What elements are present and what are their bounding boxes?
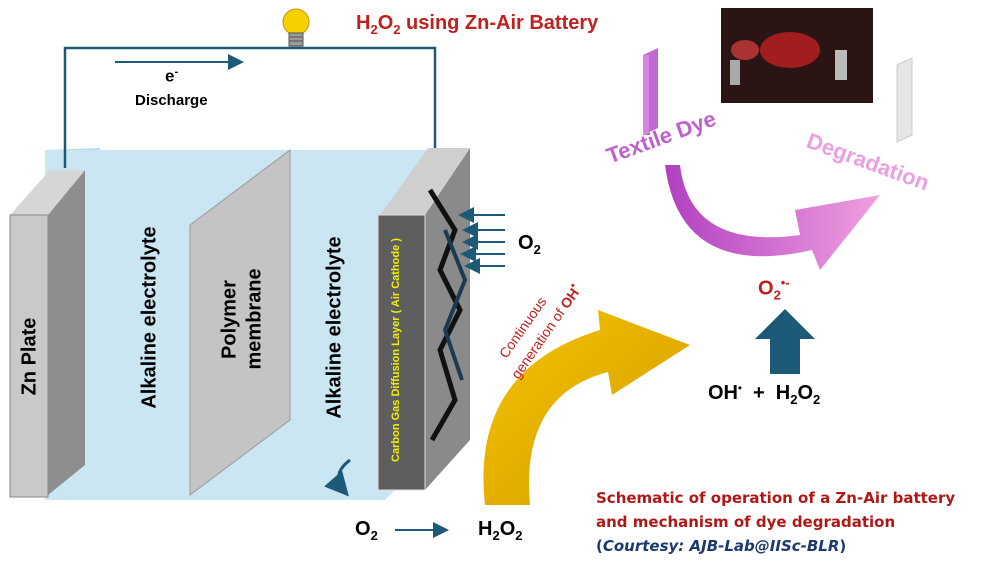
h: H <box>478 518 493 540</box>
title-sub: 2 <box>393 22 401 37</box>
sup: •- <box>780 275 790 290</box>
title-sub: 2 <box>370 22 378 37</box>
cathode-label: Carbon Gas Diffusion Layer ( Air Cathode… <box>390 238 402 462</box>
oh-generation-arrow <box>483 310 690 505</box>
textile-dye-vial <box>643 48 658 135</box>
degraded-dye-vial <box>896 57 913 143</box>
sub: 2 <box>492 528 500 543</box>
experiment-photo <box>721 8 873 103</box>
superoxide-label: O2•- <box>758 275 790 303</box>
o2-bottom-label: O2 <box>355 518 378 543</box>
paren: ) <box>839 537 847 555</box>
oh-sup: • <box>738 382 742 395</box>
up-arrow-icon <box>755 309 815 374</box>
caption-courtesy: (Courtesy: AJB-Lab@IISc-BLR) <box>596 534 955 558</box>
o2-o: O <box>355 518 371 540</box>
o2-inflow-label: O2 <box>518 232 541 257</box>
o: O <box>797 382 814 404</box>
title-h: H <box>356 12 371 34</box>
h: H <box>775 382 791 404</box>
courtesy-text: Courtesy: AJB-Lab@IISc-BLR <box>602 537 840 555</box>
external-wire <box>63 46 437 182</box>
zn-plate-label: Zn Plate <box>18 317 41 396</box>
air-cathode <box>377 148 470 491</box>
light-bulb-icon <box>282 8 310 47</box>
title-o: O <box>377 12 394 34</box>
sub: 2 <box>790 392 798 407</box>
caption-line2: and mechanism of dye degradation <box>596 513 896 531</box>
o2-inflow-arrows <box>458 207 505 274</box>
membrane-label-1: Polymer <box>218 280 241 359</box>
zn-plate <box>9 170 85 498</box>
o2-sub: 2 <box>533 242 541 257</box>
sub: 2 <box>773 287 781 303</box>
plus: + <box>752 382 765 404</box>
paren: ( <box>596 537 603 555</box>
membrane-label-2: membrane <box>243 268 266 370</box>
o: O <box>758 277 774 300</box>
electrolyte-left-label: Alkaline electrolyte <box>138 226 161 409</box>
discharge-label: Discharge <box>135 92 208 109</box>
electrolyte-top <box>45 148 100 150</box>
curved-arrow <box>324 458 351 497</box>
polymer-membrane <box>189 149 291 496</box>
caption-line1: Schematic of operation of a Zn-Air batte… <box>596 489 956 507</box>
electron-e: e <box>165 66 175 86</box>
o2-o: O <box>518 232 534 254</box>
sub: 2 <box>813 392 821 407</box>
electron-sup: - <box>174 66 179 78</box>
o2-sub: 2 <box>370 528 378 543</box>
o: O <box>499 518 516 540</box>
h2o2-bottom-label: H2O2 <box>478 518 522 543</box>
title: H2O2 using Zn-Air Battery <box>356 12 598 37</box>
electrolyte-right-label: Alkaline electrolyte <box>323 236 346 419</box>
oh: OH <box>708 382 738 404</box>
electron-label: e- <box>165 66 178 87</box>
caption: Schematic of operation of a Zn-Air batte… <box>596 486 955 558</box>
title-rest: using Zn-Air Battery <box>400 12 599 34</box>
oh-plus-h2o2-label: OH• + H2O2 <box>708 382 820 407</box>
dye-degradation-arrow <box>665 165 880 270</box>
sub: 2 <box>515 528 523 543</box>
